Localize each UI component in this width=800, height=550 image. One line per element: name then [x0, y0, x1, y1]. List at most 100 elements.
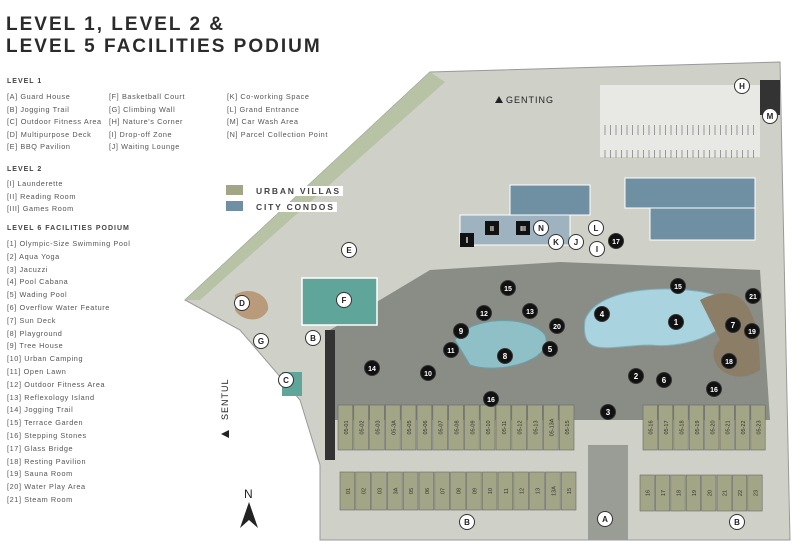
- marker-e[interactable]: E: [341, 242, 357, 258]
- marker-h[interactable]: H: [734, 78, 750, 94]
- north-label: N: [244, 487, 253, 501]
- marker-21[interactable]: 21: [745, 288, 761, 304]
- marker-label: A: [602, 515, 608, 524]
- marker-label: B: [734, 518, 740, 527]
- marker-5[interactable]: 5: [542, 341, 558, 357]
- villa-label: 05-09: [470, 420, 476, 434]
- villa-unit: 03: [371, 471, 387, 511]
- villa-label: 05-15: [565, 420, 571, 434]
- legend-item: [C] Outdoor Fitness Area: [7, 117, 102, 127]
- villa-unit: 17: [655, 474, 671, 512]
- villa-unit: 05-15: [558, 404, 575, 451]
- marker-j[interactable]: J: [568, 234, 584, 250]
- villa-unit: 05-23: [750, 404, 766, 451]
- marker-12[interactable]: 12: [476, 305, 492, 321]
- marker-label: B: [310, 334, 316, 343]
- legend-item: [1] Olympic-Size Swimming Pool: [7, 239, 131, 248]
- marker-18[interactable]: 18: [721, 353, 737, 369]
- marker-a[interactable]: A: [597, 511, 613, 527]
- marker-15[interactable]: 15: [670, 278, 686, 294]
- genting-label: GENTING: [506, 95, 554, 105]
- marker-17[interactable]: 17: [608, 233, 624, 249]
- villa-unit: 23: [747, 474, 763, 512]
- legend-item: [11] Open Lawn: [7, 366, 67, 376]
- legend-item: [12] Outdoor Fitness Area: [7, 379, 106, 389]
- marker-16[interactable]: 16: [706, 381, 722, 397]
- level2-legend: [I] Launderette[II] Reading Room[III] Ga…: [7, 178, 76, 216]
- villa-label: 05-07: [439, 420, 445, 434]
- villa-unit: 05-3A: [385, 404, 401, 451]
- legend-item: [6] Overflow Water Feature: [7, 302, 110, 312]
- villa-label: 10: [488, 488, 494, 494]
- level1-legend-col1: [A] Guard House[B] Jogging Trail[C] Outd…: [7, 91, 102, 154]
- marker-9[interactable]: 9: [453, 323, 469, 339]
- marker-i[interactable]: I: [460, 233, 474, 247]
- villa-unit: 05-21: [719, 404, 735, 451]
- villa-label: 13: [536, 488, 542, 494]
- marker-16[interactable]: 16: [483, 391, 499, 407]
- podium-heading: LEVEL 6 FACILITIES PODIUM: [7, 225, 130, 232]
- marker-2[interactable]: 2: [628, 368, 644, 384]
- legend-item: [4] Pool Cabana: [7, 277, 69, 287]
- marker-ii[interactable]: II: [485, 221, 499, 235]
- marker-label: 14: [368, 366, 376, 373]
- marker-label: G: [258, 337, 264, 346]
- marker-3[interactable]: 3: [600, 404, 616, 420]
- marker-label: 1: [674, 318, 679, 327]
- marker-b[interactable]: B: [305, 330, 321, 346]
- marker-14[interactable]: 14: [364, 360, 380, 376]
- villa-label: 05-10: [486, 420, 492, 434]
- marker-13[interactable]: 13: [522, 303, 538, 319]
- villa-unit: 18: [670, 474, 686, 512]
- marker-label: 7: [731, 321, 736, 330]
- marker-iii[interactable]: III: [516, 221, 530, 235]
- marker-n[interactable]: N: [533, 220, 549, 236]
- villa-label: 05-11: [502, 421, 508, 435]
- villa-label: 05-19: [695, 420, 701, 434]
- legend-item: [5] Wading Pool: [7, 290, 68, 300]
- villa-label: 05-12: [518, 420, 524, 434]
- villa-label: 05-22: [741, 420, 747, 434]
- villa-label: 03: [378, 488, 384, 494]
- legend-item: [H] Nature's Corner: [109, 117, 184, 127]
- marker-label: 17: [612, 239, 620, 246]
- level1-legend-col2: [F] Basketball Court[G] Climbing Wall[H]…: [109, 91, 185, 154]
- villa-unit: 05-09: [464, 404, 480, 451]
- marker-label: 16: [487, 397, 495, 404]
- marker-10[interactable]: 10: [420, 365, 436, 381]
- marker-7[interactable]: 7: [725, 317, 741, 333]
- legend-item: [7] Sun Deck: [7, 315, 56, 325]
- marker-m[interactable]: M: [762, 108, 778, 124]
- villa-unit: 15: [560, 471, 577, 511]
- marker-4[interactable]: 4: [594, 306, 610, 322]
- legend-item: [M] Car Wash Area: [227, 117, 299, 127]
- marker-19[interactable]: 19: [744, 323, 760, 339]
- marker-i[interactable]: I: [589, 241, 605, 257]
- legend-item: [3] Jacuzzi: [7, 264, 49, 274]
- marker-15[interactable]: 15: [500, 280, 516, 296]
- marker-1[interactable]: 1: [668, 314, 684, 330]
- legend-item: [I] Drop-off Zone: [109, 129, 173, 139]
- marker-6[interactable]: 6: [656, 372, 672, 388]
- marker-20[interactable]: 20: [549, 318, 565, 334]
- marker-b[interactable]: B: [459, 514, 475, 530]
- marker-d[interactable]: D: [234, 295, 250, 311]
- villa-unit: 05-20: [704, 404, 720, 451]
- marker-k[interactable]: K: [548, 234, 564, 250]
- villa-unit: 12: [513, 471, 529, 511]
- villa-unit: 13A: [545, 471, 561, 511]
- villa-label: 05: [409, 488, 415, 494]
- marker-f[interactable]: F: [336, 292, 352, 308]
- marker-label: D: [239, 299, 245, 308]
- marker-label: J: [574, 238, 578, 247]
- level1-heading: LEVEL 1: [7, 78, 43, 85]
- marker-l[interactable]: L: [588, 220, 604, 236]
- marker-b[interactable]: B: [729, 514, 745, 530]
- page-title: LEVEL 1, LEVEL 2 &LEVEL 5 FACILITIES POD…: [6, 14, 322, 58]
- marker-11[interactable]: 11: [443, 342, 459, 358]
- marker-8[interactable]: 8: [497, 348, 513, 364]
- marker-g[interactable]: G: [253, 333, 269, 349]
- legend-item: [17] Glass Bridge: [7, 443, 74, 453]
- marker-c[interactable]: C: [278, 372, 294, 388]
